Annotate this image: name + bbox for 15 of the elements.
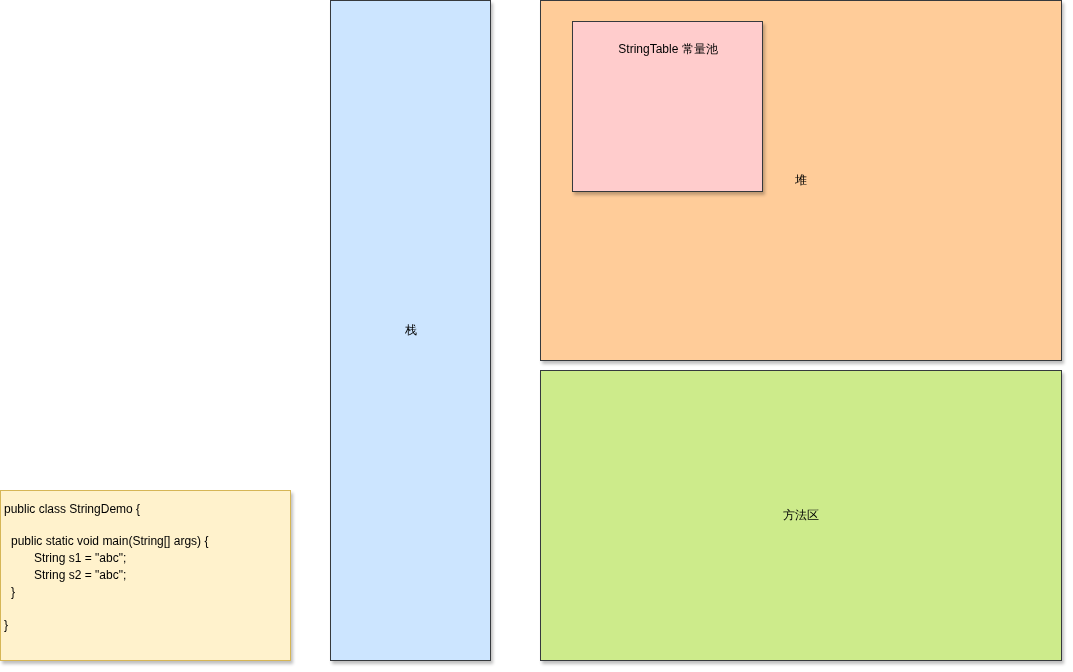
code-line: public class StringDemo { <box>4 502 141 517</box>
area-label: 方法区 <box>783 508 819 523</box>
code-line: public static void main(String[] args) { <box>11 534 209 549</box>
string-table-box <box>572 21 763 192</box>
code-line: String s2 = "abc"; <box>34 568 127 583</box>
heap-area <box>540 0 1062 361</box>
code-box <box>0 490 291 661</box>
box-label: StringTable 常量池 <box>618 42 718 57</box>
method-area <box>540 370 1062 661</box>
code-line: } <box>4 618 8 633</box>
area-label: 栈 <box>405 323 417 338</box>
stack-area <box>330 0 491 661</box>
code-line: } <box>11 585 15 600</box>
area-label: 堆 <box>795 173 807 188</box>
code-line: String s1 = "abc"; <box>34 551 127 566</box>
